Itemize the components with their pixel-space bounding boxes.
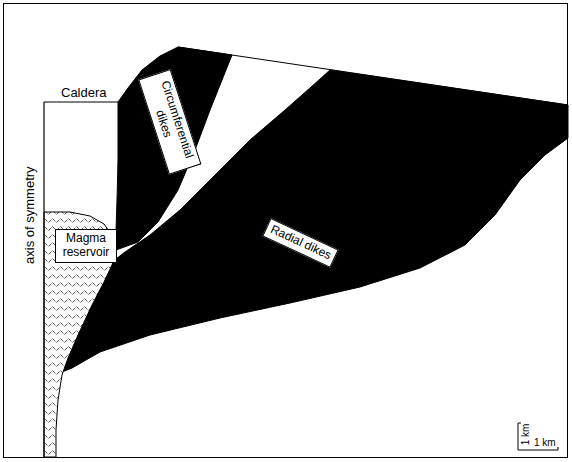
- caldera-label: Caldera: [61, 86, 107, 100]
- scale-label: 1 km: [534, 437, 556, 448]
- dike-label-box: Magma reservoir: [55, 229, 117, 263]
- scale-bar: [518, 423, 558, 450]
- caldera-floor: [44, 102, 118, 103]
- axis-label: axis of symmetry: [23, 166, 37, 264]
- scale-bar-horizontal: [518, 450, 558, 451]
- region-label: Magma reservoir: [60, 232, 112, 260]
- scale-label: 1 km: [520, 423, 531, 445]
- scale-tick: [558, 447, 559, 450]
- scale-bar-vertical: [518, 423, 519, 450]
- frame: [4, 4, 568, 458]
- magma-reservoir-shape: [44, 212, 116, 457]
- symmetry-axis: [43, 102, 44, 457]
- radial-dike-zone: [62, 70, 568, 372]
